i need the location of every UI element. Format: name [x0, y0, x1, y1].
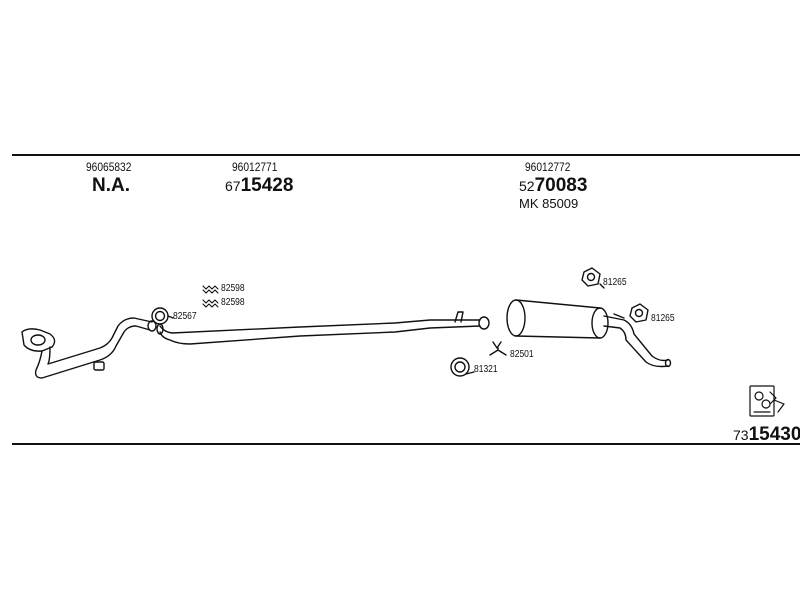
center-pipe [156, 311, 490, 345]
part-number-rear-muffler: 5270083 [519, 175, 587, 197]
callout-bracket-mid: 82501 [510, 349, 534, 360]
front-downpipe [21, 317, 157, 379]
rubber-hanger-icon [629, 303, 649, 323]
callout-ring-mid: 81321 [474, 364, 498, 375]
rubber-ring-icon [450, 357, 470, 377]
clamp-icon [202, 285, 219, 294]
downpipe-hanger [93, 361, 105, 371]
callout-hanger-right: 81265 [651, 313, 675, 324]
gasket-ring-icon [151, 307, 169, 325]
callout-clamp-b: 82598 [221, 297, 245, 308]
part-number-prefix: 52 [519, 178, 535, 194]
center-pipe-hanger [454, 311, 464, 323]
catalogue-prefix: 73 [733, 427, 749, 443]
part-number-main: 70083 [534, 175, 588, 196]
part-ref-rear-muffler: 96012772 [525, 160, 571, 174]
part-number-prefix: 67 [225, 178, 241, 194]
part-number-main: 15428 [240, 175, 294, 196]
part-number-center-pipe: 6715428 [225, 175, 293, 197]
part-na-label: N.A. [92, 175, 130, 196]
catalogue-symbol-icon [749, 385, 785, 417]
top-divider [12, 154, 800, 156]
part-ref-front-pipe: 96065832 [86, 160, 132, 174]
callout-clamp-a: 82598 [221, 283, 245, 294]
callout-gasket-front: 82567 [173, 311, 197, 322]
catalogue-main: 15430 [748, 424, 800, 445]
clamp-icon [202, 299, 219, 308]
bracket-icon [489, 341, 507, 356]
rubber-hanger-icon [581, 267, 605, 289]
bottom-divider [12, 443, 800, 445]
callout-hanger-right-top: 81265 [603, 277, 627, 288]
diagram-catalogue-number: 7315430 [733, 424, 800, 446]
mounting-kit-number: MK 85009 [519, 196, 579, 211]
rear-muffler [506, 299, 672, 368]
part-ref-center-pipe: 96012771 [232, 160, 278, 174]
